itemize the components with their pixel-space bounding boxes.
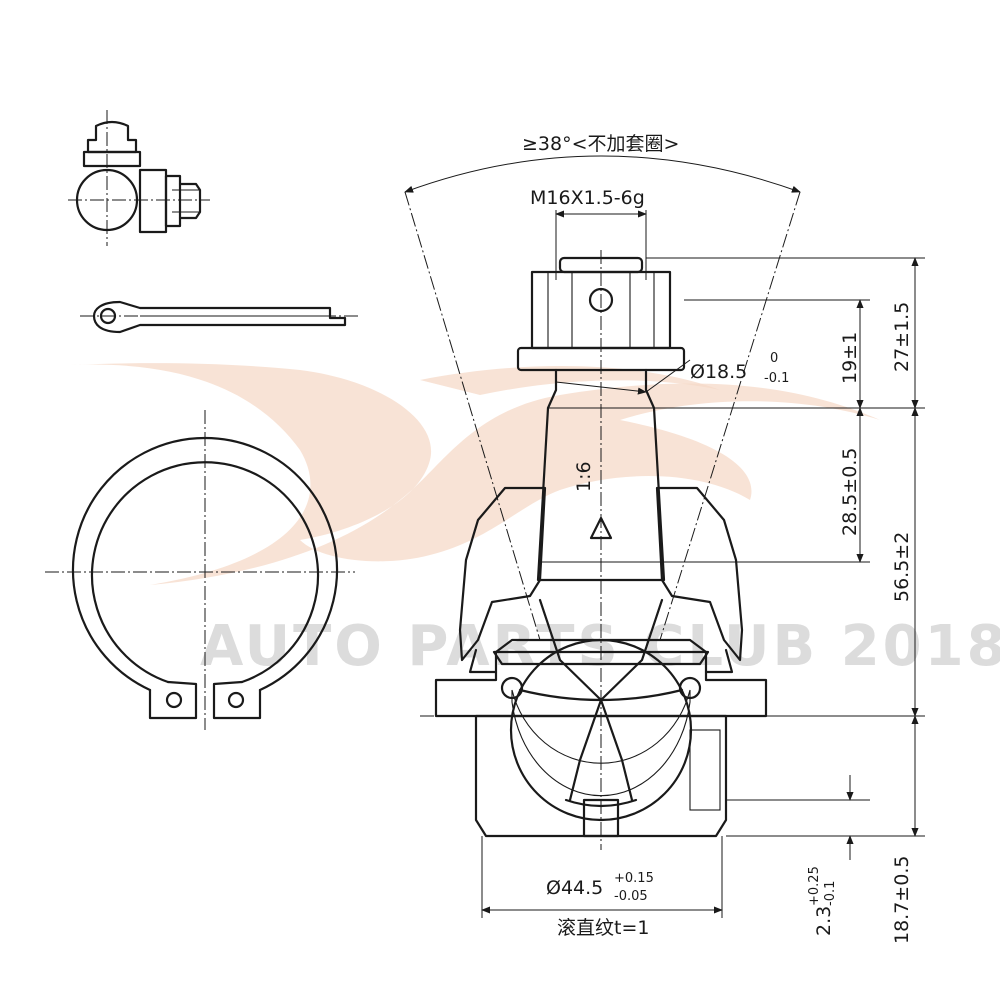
svg-text:+0.15: +0.15 [614,871,654,886]
svg-text:-0.1: -0.1 [764,371,789,386]
thread-spec-label: M16X1.5-6g [530,187,645,209]
taper-label: 1:6 [573,461,595,492]
cone-angle-dimension [404,155,801,641]
dim-18-7-label: 18.7±0.5 [891,856,913,944]
svg-text:Ø18.5: Ø18.5 [690,361,747,383]
dim-19-label: 19±1 [839,332,861,384]
svg-text:0: 0 [770,351,778,366]
knurl-note-label: 滚直纹t=1 [557,917,649,939]
dim-28-5-label: 28.5±0.5 [839,448,861,536]
svg-text:+0.25: +0.25 [807,866,822,906]
dimension-lines [481,210,925,918]
dim-2-3-label: 2.3 +0.25 -0.1 [807,866,838,936]
svg-text:-0.05: -0.05 [614,889,648,904]
cotter-pin-view [80,300,360,334]
dim-27-label: 27±1.5 [891,302,913,372]
watermark-text: AUTO PARTS CLUB 2018 [200,614,1000,679]
svg-text:Ø44.5: Ø44.5 [546,877,603,899]
circlip-view [45,410,355,730]
dim-56-5-label: 56.5±2 [891,532,913,602]
svg-text:-0.1: -0.1 [823,881,838,906]
svg-text:2.3: 2.3 [813,906,835,936]
watermark-logo: AUTO PARTS CLUB 2018 [70,363,1000,679]
grease-fitting-view [68,110,210,246]
ball-joint-section [420,250,780,850]
shank-diameter-label: Ø18.5 0 -0.1 [690,351,789,386]
cone-angle-label: ≥38°<不加套圈> [522,133,679,155]
body-diameter-label: Ø44.5 +0.15 -0.05 [546,871,654,904]
